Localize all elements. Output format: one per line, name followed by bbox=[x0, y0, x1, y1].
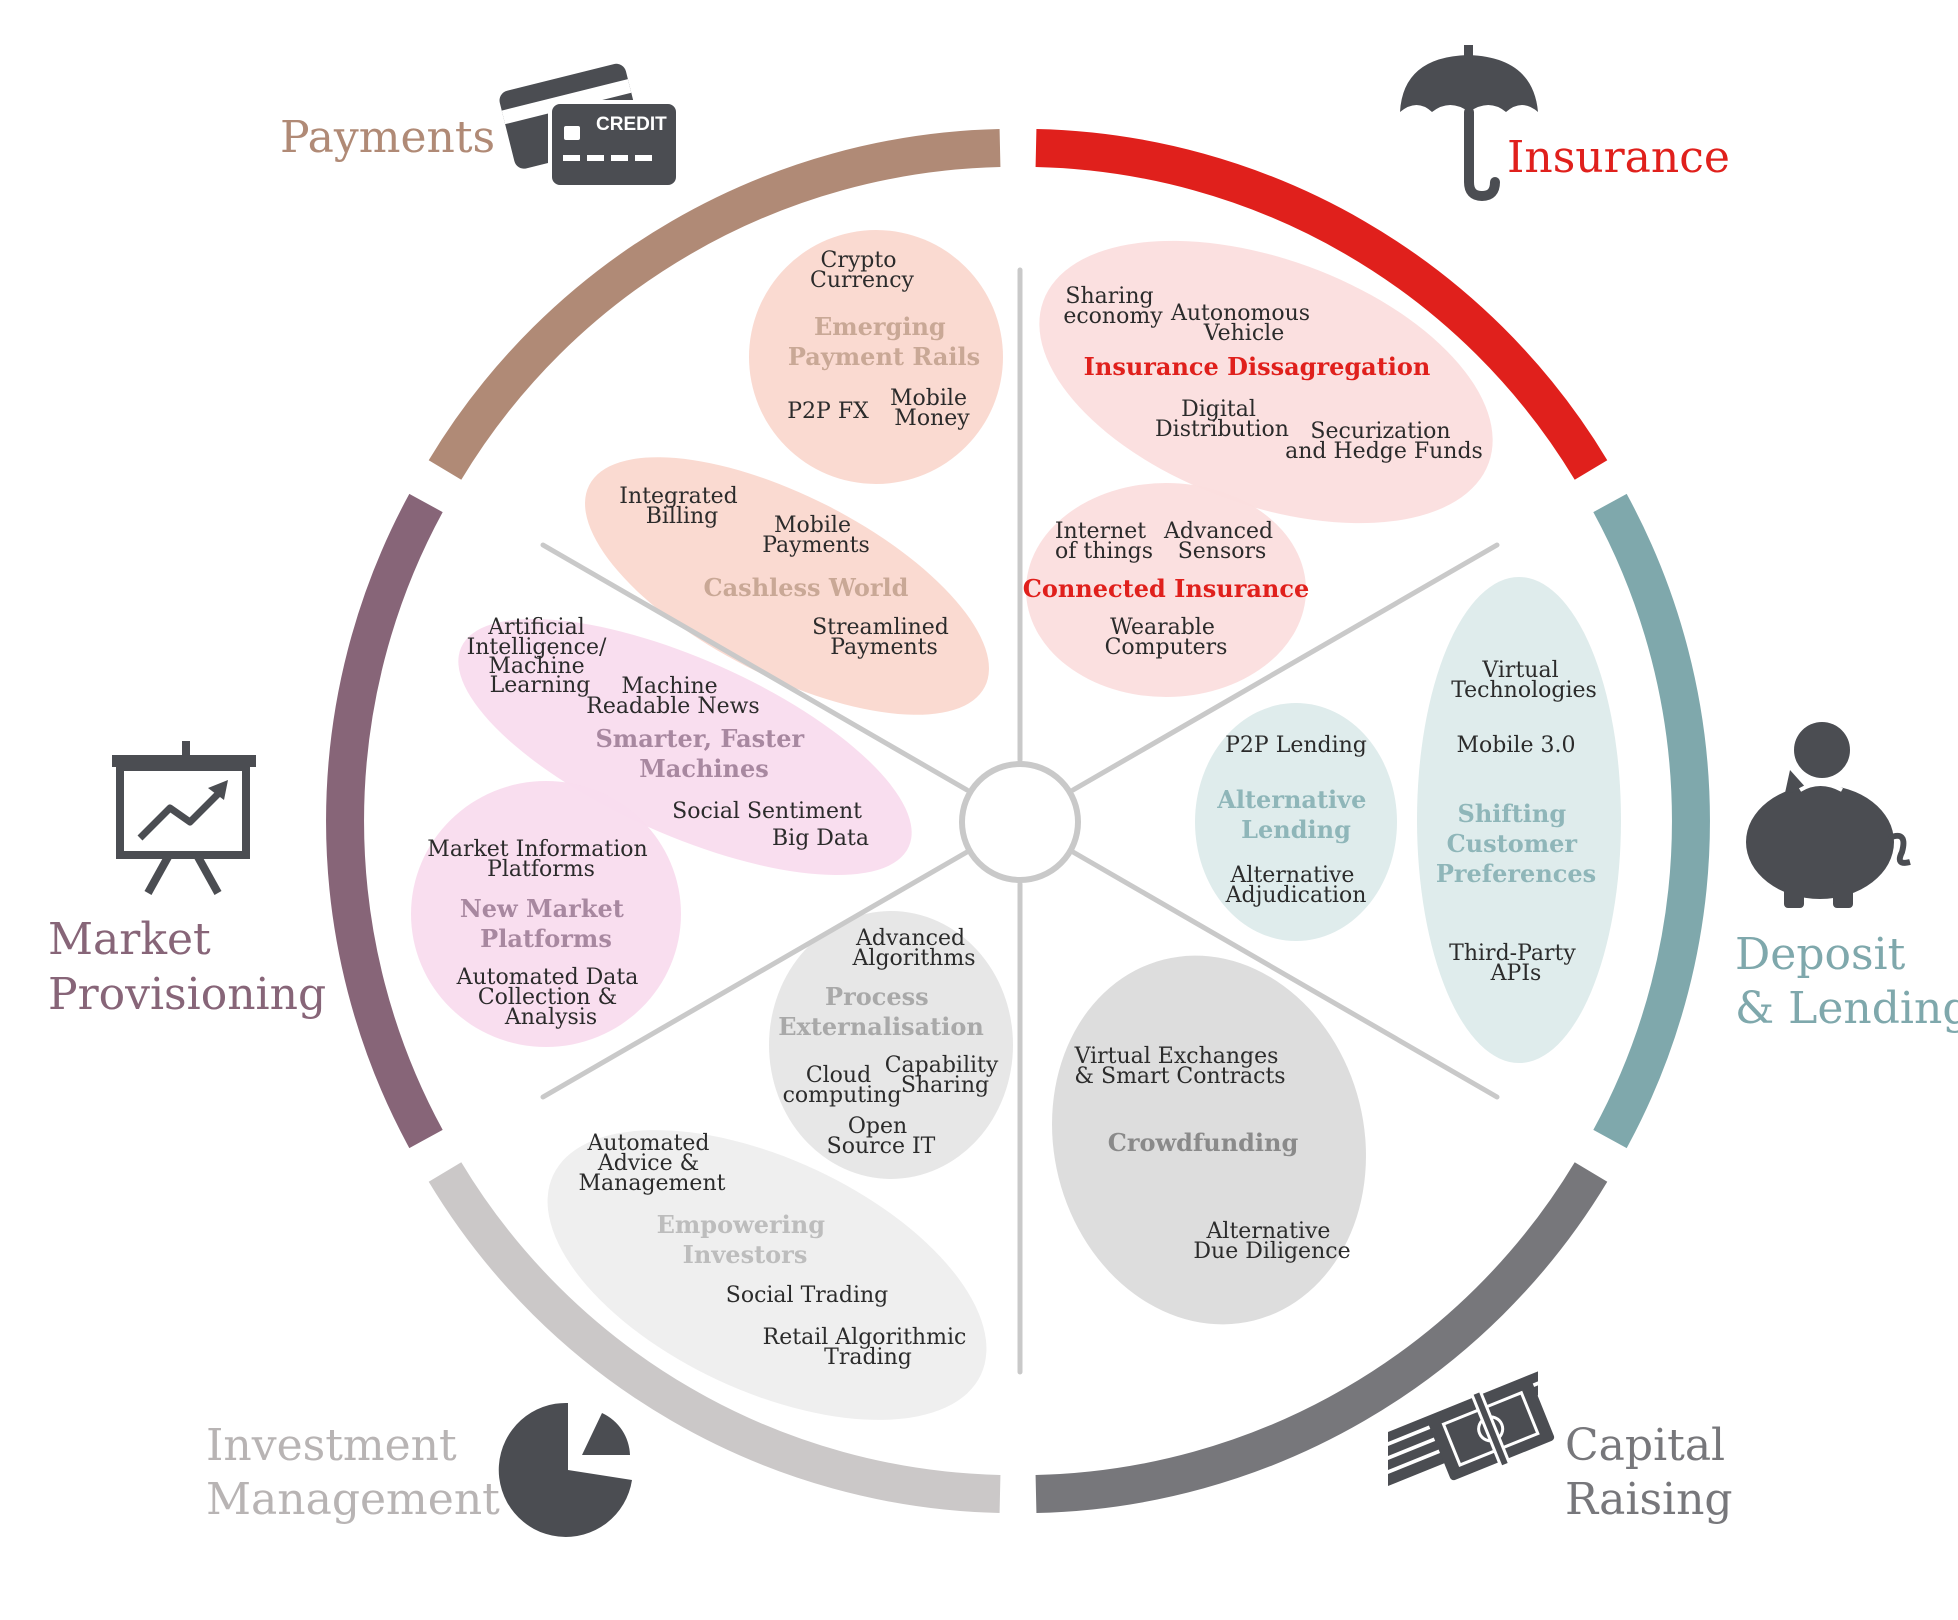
ring-arc-insurance bbox=[1035, 129, 1608, 480]
sector-title-capital-raising: Capital Raising bbox=[1565, 1420, 1739, 1525]
group-empowering-investors: Automated Advice & Management Empowering… bbox=[579, 1131, 974, 1370]
topic-cloud-computing: Cloud computing bbox=[783, 1063, 902, 1108]
topic-sharing-economy: Sharing economy bbox=[1063, 284, 1163, 329]
topic-retail-algorithmic-trading: Retail Algorithmic Trading bbox=[763, 1325, 974, 1370]
topic-open-source-it: Open Source IT bbox=[827, 1114, 936, 1159]
sector-title-investment-management: Investment Management bbox=[206, 1420, 500, 1525]
group-cashless-world: Integrated Billing Mobile Payments Cashl… bbox=[619, 484, 956, 660]
sector-title-market-provisioning: Market Provisioning bbox=[48, 914, 326, 1020]
group-title-shifting-customer-preferences: Shifting Customer Preferences bbox=[1436, 799, 1596, 888]
group-title-connected-insurance: Connected Insurance bbox=[1023, 574, 1310, 603]
topic-social-sentiment-big-data: Social Sentiment Big Data bbox=[672, 799, 869, 851]
sector-title-insurance: Insurance bbox=[1507, 132, 1730, 183]
bubble-connected-insurance bbox=[1026, 483, 1306, 697]
bubble-smarter-faster-machines bbox=[458, 618, 912, 876]
group-title-crowdfunding: Crowdfunding bbox=[1108, 1128, 1299, 1157]
group-shifting-customer-preferences: Virtual Technologies Mobile 3.0 Shifting… bbox=[1436, 658, 1597, 986]
pie-chart-icon bbox=[498, 1402, 632, 1537]
topic-market-information-platforms: Market Information Platforms bbox=[427, 837, 654, 882]
ring-arc-capital-raising bbox=[1035, 1162, 1608, 1513]
group-new-market-platforms: Market Information Platforms New Market … bbox=[427, 837, 654, 1030]
spoke-upper-right bbox=[1070, 542, 1500, 793]
topic-digital-distribution: Digital Distribution bbox=[1155, 397, 1289, 442]
outer-ring bbox=[326, 129, 1710, 1513]
topic-artificial-intelligence: Artificial Intelligence/ Machine Learnin… bbox=[467, 615, 614, 698]
group-crowdfunding: Virtual Exchanges & Smart Contracts Crow… bbox=[1074, 1044, 1351, 1264]
group-alternative-lending: P2P Lending Alternative Lending Alternat… bbox=[1216, 733, 1375, 908]
ring-arc-payments bbox=[428, 129, 1001, 480]
group-emerging-payment-rails: Crypto Currency Emerging Payment Rails P… bbox=[787, 248, 980, 431]
topic-crypto-currency: Crypto Currency bbox=[810, 248, 915, 293]
topic-wearable-computers: Wearable Computers bbox=[1105, 615, 1228, 660]
topic-automated-data-collection: Automated Data Collection & Analysis bbox=[456, 965, 646, 1030]
card-label: CREDIT bbox=[596, 114, 667, 135]
topic-streamlined-payments: Streamlined Payments bbox=[812, 615, 956, 660]
money-stack-icon bbox=[1388, 1371, 1555, 1486]
bubble-alternative-lending bbox=[1195, 703, 1397, 941]
umbrella-icon bbox=[1400, 45, 1538, 202]
group-title-smarter-faster-machines: Smarter, Faster Machines bbox=[595, 724, 812, 783]
spoke-upper-left bbox=[540, 542, 970, 793]
topic-mobile-3: Mobile 3.0 bbox=[1457, 733, 1576, 758]
piggy-bank-icon bbox=[1746, 722, 1911, 908]
topic-third-party-apis: Third-Party APIs bbox=[1449, 941, 1583, 986]
group-title-alternative-lending: Alternative Lending bbox=[1216, 785, 1375, 844]
bubble-emerging-payment-rails bbox=[749, 230, 1003, 484]
topic-capability-sharing: Capability Sharing bbox=[885, 1053, 1006, 1098]
bubble-new-market-platforms bbox=[411, 781, 681, 1047]
spoke-lower-right bbox=[1070, 849, 1500, 1100]
group-insurance-disaggregation: Sharing economy Autonomous Vehicle Insur… bbox=[1063, 284, 1483, 464]
topic-virtual-exchanges: Virtual Exchanges & Smart Contracts bbox=[1074, 1044, 1286, 1089]
group-smarter-faster-machines: Artificial Intelligence/ Machine Learnin… bbox=[467, 615, 869, 851]
topic-p2p-lending: P2P Lending bbox=[1225, 733, 1367, 758]
topic-integrated-billing: Integrated Billing bbox=[619, 484, 744, 529]
group-title-empowering-investors: Empowering Investors bbox=[657, 1210, 834, 1269]
topic-virtual-technologies: Virtual Technologies bbox=[1451, 658, 1597, 703]
credit-card-icon: CREDIT bbox=[499, 63, 680, 189]
ring-arc-deposit-lending bbox=[1593, 493, 1710, 1149]
topic-internet-of-things: Internet of things bbox=[1055, 519, 1153, 564]
topic-social-trading: Social Trading bbox=[726, 1283, 889, 1308]
bubble-crowdfunding bbox=[1052, 955, 1366, 1325]
spoke-lower-left bbox=[540, 849, 970, 1100]
group-title-process-externalisation: Process Externalisation bbox=[778, 982, 984, 1041]
topic-p2p-fx: P2P FX bbox=[787, 399, 869, 424]
topic-alternative-due-diligence: Alternative Due Diligence bbox=[1193, 1219, 1350, 1264]
ring-arc-market-provisioning bbox=[326, 493, 443, 1149]
group-title-cashless-world: Cashless World bbox=[704, 573, 909, 602]
group-bubbles bbox=[411, 230, 1621, 1420]
topic-securization-hedge-funds: Securization and Hedge Funds bbox=[1285, 419, 1483, 464]
sector-title-deposit-lending: Deposit & Lending bbox=[1735, 929, 1958, 1034]
sector-title-payments: Payments bbox=[280, 112, 495, 163]
bubble-cashless-world bbox=[585, 457, 989, 715]
group-title-new-market-platforms: New Market Platforms bbox=[460, 894, 632, 953]
ring-arc-investment-management bbox=[428, 1162, 1001, 1513]
topic-advanced-algorithms: Advanced Algorithms bbox=[852, 926, 976, 971]
bubble-insurance-disaggregation bbox=[1039, 240, 1493, 524]
topic-autonomous-vehicle: Autonomous Vehicle bbox=[1170, 301, 1317, 346]
topic-alternative-adjudication: Alternative Adjudication bbox=[1225, 863, 1367, 908]
hub-circle bbox=[959, 761, 1081, 883]
group-title-insurance-disaggregation: Insurance Dissagregation bbox=[1084, 352, 1431, 381]
bubble-shifting-customer-preferences bbox=[1417, 577, 1621, 1063]
spokes bbox=[540, 267, 1500, 1375]
topic-advanced-sensors: Advanced Sensors bbox=[1163, 519, 1280, 564]
bubble-empowering-investors bbox=[547, 1130, 987, 1420]
presentation-board-icon bbox=[112, 741, 256, 895]
group-process-externalisation: Advanced Algorithms Process Externalisat… bbox=[778, 926, 1006, 1159]
group-title-emerging-payment-rails: Emerging Payment Rails bbox=[788, 312, 980, 371]
topic-mobile-money: Mobile Money bbox=[890, 386, 974, 431]
bubble-process-externalisation bbox=[769, 911, 1013, 1179]
topic-machine-readable-news: Machine Readable News bbox=[586, 674, 759, 719]
topic-mobile-payments: Mobile Payments bbox=[762, 513, 870, 558]
topic-automated-advice: Automated Advice & Management bbox=[579, 1131, 726, 1196]
group-connected-insurance: Internet of things Advanced Sensors Conn… bbox=[1023, 519, 1310, 660]
